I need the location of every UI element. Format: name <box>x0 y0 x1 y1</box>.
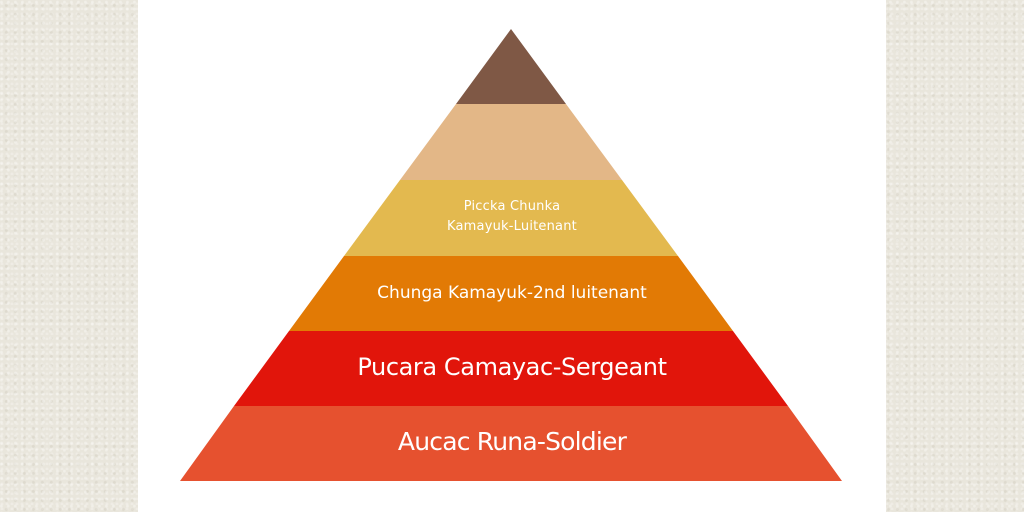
level-3-label-line-2: Kamayuk-Luitenant <box>447 219 577 234</box>
pyramid-level-5 <box>234 331 788 406</box>
pyramid-level-6 <box>180 406 842 481</box>
level-5-label: Pucara Camayac-Sergeant <box>357 353 667 381</box>
pyramid-level-1 <box>456 29 566 104</box>
level-3-label-line-1: Piccka Chunka <box>463 199 561 214</box>
pyramid-level-4 <box>289 256 733 331</box>
pyramid-level-2 <box>400 104 622 180</box>
level-6-label: Aucac Runa-Soldier <box>397 427 627 456</box>
pyramid-level-3 <box>344 180 678 256</box>
level-4-label: Chunga Kamayuk-2nd luitenant <box>377 283 647 303</box>
level-3-label: Piccka Chunka Kamayuk-Luitenant <box>0 197 1024 237</box>
